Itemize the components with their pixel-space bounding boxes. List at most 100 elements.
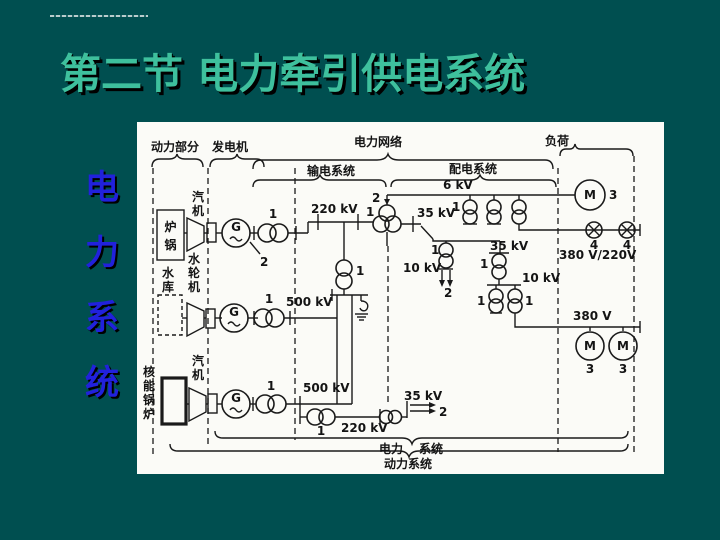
steam-turbine-label-char: 机 [192,367,204,382]
nuclear-boiler-box [160,376,188,426]
label-transmission: 输电系统 [307,163,355,178]
boiler-label-char: 锅 [164,237,176,252]
breaker-slash [249,241,261,255]
marker-1: 1 [267,379,275,393]
motor-icon [574,179,606,211]
vertical-label-power-system: 电 力 系 统 [85,171,119,400]
brace-drive-system [169,443,629,460]
voltage-220kv: 220 kV [341,421,388,435]
power-system-diagram: 动力部分 发电机 电力网络 负荷 输电系统 配电系统 炉 锅 汽 机 G 1 2… [137,122,664,474]
reservoir-box [157,294,183,336]
vertical-label-char: 力 [85,233,119,273]
brace-power-system [214,430,629,447]
turbine-icon [186,216,205,253]
motor-icon [575,331,605,361]
vertical-label-char: 系 [85,298,119,338]
voltage-500kv: 500 kV [303,381,350,395]
marker-1: 1 [431,243,439,257]
feeder-10kv-center: 1 10 kV 2 [403,241,454,300]
lamp-icon [618,221,636,239]
label-power-system-right: 系统 [419,441,443,456]
marker-3: 3 [619,362,627,376]
steam-turbine-label-char: 汽 [192,353,204,368]
marker-1: 1 [356,264,364,278]
water-turbine-label-char: 轮 [188,265,201,280]
voltage-35kv: 35 kV [404,389,443,403]
marker-2: 2 [372,191,380,205]
motor-icon [608,331,638,361]
marker-1: 1 [477,294,485,308]
nuclear-boiler-label-char: 核 [143,364,155,379]
brace-power-part [151,153,204,168]
vertical-label-char: 电 [85,168,119,208]
exciter-box [207,393,218,414]
marker-1: 1 [317,424,325,438]
marker-1: 1 [366,205,374,219]
turbine-icon [188,386,207,423]
voltage-10kv: 10 kV [522,271,561,285]
turbine-icon [186,301,205,338]
brace-power-network [252,151,554,170]
voltage-500kv: 500 kV [286,295,333,309]
motor-letter: M [617,339,629,353]
brace-load [559,143,634,157]
three-winding-transformer-node: 1 2 35 kV [366,191,500,246]
marker-4: 4 [623,238,631,252]
voltage-10kv: 10 kV [403,261,442,275]
voltage-220kv: 220 kV [311,202,358,216]
voltage-380-220v: 380 V/220V [559,248,637,262]
voltage-6kv: 6 kV [443,178,474,192]
transformer-icon [306,408,336,426]
steam-turbine-label-char: 汽 [192,189,204,204]
marker-4: 4 [590,238,598,252]
load-area: M 3 4 4 380 V/220V M M 3 3 [559,179,638,376]
arrow-down-icon [439,280,445,287]
lamp-icon [585,221,603,239]
reservoir-label-char: 水 [162,265,175,280]
nuclear-boiler-label-char: 锅 [143,392,155,407]
transformer-icon [511,199,527,225]
slide-title: 第二节 电力牵引供电系统 [60,50,526,98]
marker-1: 1 [269,207,277,221]
generator-letter: G [231,220,241,234]
water-turbine-label-char: 机 [188,279,200,294]
brace-generator [209,153,265,168]
arrow-right-icon [429,402,436,408]
nuclear-boiler-label-char: 炉 [143,406,155,421]
hydro-plant-row: 水 库 水 轮 机 G 1 500 kV [157,251,337,338]
label-power-network: 电力网络 [354,134,402,149]
voltage-35kv: 35 kV [490,239,529,253]
top-braces [151,143,634,188]
boiler-box [156,209,185,261]
marker-1: 1 [480,257,488,271]
marker-2: 2 [439,405,447,419]
arrester-icon [355,295,369,321]
transformer-icon [462,199,478,225]
brace-distribution [390,173,557,188]
thermal-plant-row: 炉 锅 汽 机 G 1 2 220 kV [156,189,374,269]
label-distribution: 配电系统 [449,161,497,176]
switch-slash [420,225,434,240]
transformer-icon [488,288,504,314]
transformer-icon [255,394,287,414]
transformer-icon [491,253,507,280]
boiler-label-char: 炉 [164,219,176,234]
brace-transmission [252,173,387,188]
transformer-icon [257,223,289,243]
nuclear-plant-row: 核 能 锅 炉 汽 机 G 1 500 kV 1 220 kV 35 [143,353,447,438]
arrow-down-icon [384,199,390,205]
transformer-icon [438,242,454,269]
arrow-down-icon [447,280,453,287]
marker-2: 2 [260,255,268,269]
marker-1: 1 [525,294,533,308]
label-drive-system: 动力系统 [384,456,432,471]
marker-3: 3 [586,362,594,376]
distribution-6kv: 6 kV 1 [433,178,641,236]
top-dashed-rule [50,15,148,17]
transformer-icon [486,199,502,225]
generator-letter: G [229,305,239,319]
label-generator-section: 发电机 [211,139,248,154]
marker-1: 1 [452,200,460,214]
transformer-icon [253,308,285,328]
